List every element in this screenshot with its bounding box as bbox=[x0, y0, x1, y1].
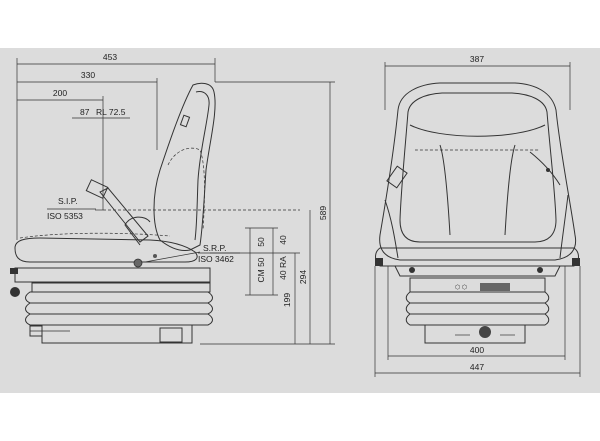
dim-200: 200 bbox=[17, 88, 104, 110]
dim-400-label: 400 bbox=[470, 345, 484, 355]
front-belt-right bbox=[529, 151, 561, 186]
dim-87-label: 87 bbox=[80, 107, 90, 117]
ra-label: 40 RA bbox=[278, 256, 288, 280]
dim-387-label: 387 bbox=[470, 54, 484, 64]
seat-cushion bbox=[14, 232, 198, 263]
svg-text:⬡ ⬡: ⬡ ⬡ bbox=[455, 284, 467, 291]
cm-label: CM 50 bbox=[256, 257, 266, 282]
sip-iso: ISO 5353 bbox=[47, 211, 83, 221]
front-belt-left bbox=[386, 165, 408, 189]
front-backrest-outer bbox=[379, 82, 577, 261]
dim-330-label: 330 bbox=[81, 70, 95, 80]
seat-backrest bbox=[153, 82, 216, 251]
dim-330: 330 bbox=[17, 70, 158, 150]
suspension-base bbox=[10, 267, 213, 344]
dim-294: 294 bbox=[298, 210, 311, 344]
dim-294-label: 294 bbox=[298, 270, 308, 284]
front-adjust-knob bbox=[479, 326, 491, 338]
dim-200-label: 200 bbox=[53, 88, 67, 98]
drawing-background bbox=[0, 48, 600, 393]
srp-marker bbox=[153, 254, 157, 258]
front-seat-cushion bbox=[375, 247, 579, 267]
ra-40-top: 40 bbox=[278, 235, 288, 245]
dim-447: 447 bbox=[374, 266, 581, 377]
vertical-adjustment-dims: 50 CM 50 40 40 RA bbox=[245, 227, 288, 296]
srp-iso: ISO 3462 bbox=[198, 254, 234, 264]
seat-belt bbox=[85, 179, 151, 246]
dim-400: 400 bbox=[387, 266, 566, 360]
dim-adjustment: 87 RL 72.5 bbox=[72, 107, 130, 210]
sip-title: S.I.P. bbox=[58, 196, 78, 206]
seat-pivot-marker bbox=[133, 258, 143, 268]
dim-199-label: 199 bbox=[282, 293, 292, 307]
dim-199: 199 bbox=[210, 252, 300, 344]
dim-453-label: 453 bbox=[103, 52, 117, 62]
front-backrest-inner bbox=[399, 92, 557, 243]
srp-title: S.R.P. bbox=[203, 243, 226, 253]
front-suspension: ⬡ ⬡ bbox=[405, 277, 550, 344]
dim-387: 387 bbox=[384, 54, 571, 110]
cm-50-top: 50 bbox=[256, 237, 266, 247]
side-view: 453 330 200 87 RL 72.5 bbox=[10, 52, 335, 345]
dim-589: 589 bbox=[200, 81, 335, 345]
rl-label: RL 72.5 bbox=[96, 107, 126, 117]
dim-447-label: 447 bbox=[470, 362, 484, 372]
dim-589-label: 589 bbox=[318, 206, 328, 220]
adjustment-knob bbox=[10, 287, 20, 297]
front-view: 387 bbox=[374, 54, 581, 377]
dim-453: 453 bbox=[16, 52, 216, 240]
